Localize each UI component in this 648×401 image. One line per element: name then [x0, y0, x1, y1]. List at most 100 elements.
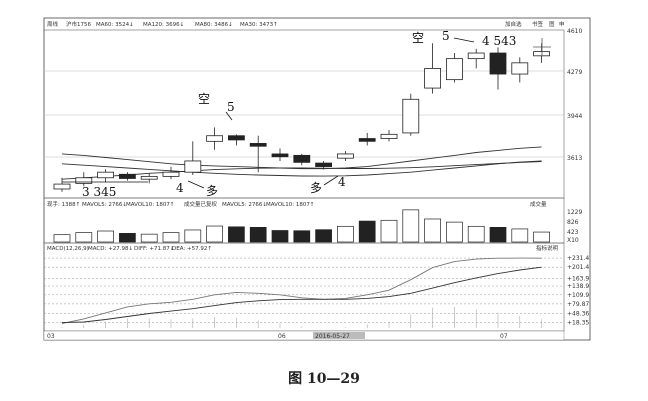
volume-bar: [140, 233, 158, 243]
candle-body: [445, 58, 463, 81]
candle-body: [293, 154, 311, 163]
ann-kong-right: 空: [412, 31, 424, 45]
figure-caption: 图 10—29: [288, 371, 360, 387]
candle: [467, 48, 485, 69]
candle-body: [184, 160, 202, 173]
macd-tick: +138.9: [567, 283, 589, 290]
volume-bar: [358, 220, 376, 243]
candle: [511, 57, 529, 83]
macd-tick: +79.87: [567, 301, 589, 308]
vol-label-2: MAVOL5: 2766↓: [82, 201, 127, 208]
ann-5-right: 5: [442, 29, 450, 43]
add-watchlist-button[interactable]: 加自选: [505, 20, 522, 28]
price-tick-4: 3613: [567, 155, 582, 162]
arrow-duo-a: [187, 180, 205, 189]
candle: [227, 134, 245, 146]
ann-kong-left: 空: [198, 92, 210, 106]
ann-5-left: 5: [227, 100, 235, 114]
volume-bar: [206, 225, 223, 243]
candle-body: [140, 175, 158, 180]
date-axis: [43, 330, 565, 341]
candle-body: [206, 135, 224, 142]
candle-body: [424, 68, 442, 89]
crosshair-cursor[interactable]: [533, 38, 551, 56]
candle: [140, 173, 158, 184]
dea-line: [61, 266, 542, 324]
volume-bar: [53, 234, 71, 243]
volume-bar: [119, 233, 136, 243]
macd-label-3: DIFF: +71.87↓: [134, 245, 174, 252]
date-cursor-label: 2016-05-27: [315, 333, 350, 340]
candle: [424, 43, 442, 94]
ma-line-1: [61, 146, 542, 170]
candle: [97, 169, 114, 182]
ann-3-345: 3 345: [82, 185, 116, 199]
candle-body: [53, 183, 71, 190]
arrow-5-left: [225, 111, 233, 121]
volume-bar: [489, 227, 507, 243]
ann-duo-a: 多: [206, 184, 218, 198]
candle-body: [358, 138, 376, 142]
candle: [336, 151, 354, 161]
macd-label-2: MACD: +27.98↓: [88, 245, 133, 252]
apply-button[interactable]: 申: [559, 20, 565, 28]
ann-4-b: 4: [338, 175, 346, 189]
candle-body: [511, 62, 529, 75]
ma-label-4: MA30: 3473↑: [240, 21, 278, 28]
vol-tick-4: X10: [567, 237, 579, 244]
candle-body: [75, 177, 93, 184]
volume-bar: [249, 227, 267, 243]
candle-body: [467, 52, 485, 60]
vol-label-5: MAVOL5: 2766↓: [222, 201, 267, 208]
price-tick-3: 3944: [567, 113, 582, 120]
candle: [445, 53, 463, 83]
ma-line-2: [61, 160, 542, 177]
candle: [119, 172, 136, 181]
bookmark-button[interactable]: 书签: [532, 20, 544, 28]
chart-button[interactable]: 图: [549, 20, 555, 28]
candle-body: [227, 135, 245, 141]
vol-label-4: 成交量已复权: [184, 200, 218, 208]
candle-body: [402, 98, 420, 134]
candle: [53, 177, 71, 192]
candle: [380, 130, 398, 142]
volume-bar: [315, 229, 332, 243]
candle-body: [119, 173, 136, 179]
macd-label-4: DEA: +57.92↑: [172, 245, 212, 252]
vol-tick-3: 423: [567, 229, 579, 236]
candle-body: [249, 143, 267, 147]
candle-body: [336, 153, 354, 159]
ma-label-2: MA120: 3696↓: [143, 21, 184, 28]
volume-bar: [467, 225, 485, 243]
volume-bar: [162, 232, 180, 243]
candle: [489, 47, 507, 90]
vol-label-3: MAVOL10: 1807↑: [126, 201, 174, 208]
ma-label-3: MA80: 3486↓: [195, 21, 233, 28]
candle: [293, 153, 311, 166]
ma-label-1: MA60: 3524↓: [96, 21, 134, 28]
volume-bar: [337, 225, 354, 243]
volume-menu[interactable]: 成交量: [530, 200, 547, 208]
macd-label-1: MACD(12,26,9): [47, 246, 89, 252]
arrow-duo-b: [323, 175, 339, 186]
volume-bar: [380, 219, 398, 243]
vol-tick-1: 1229: [567, 209, 582, 216]
volume-bar: [511, 228, 529, 243]
arrow-5-right: [453, 37, 475, 43]
candle: [402, 93, 420, 136]
volume-bar: [424, 218, 441, 243]
date-tick-2: 06: [278, 333, 286, 340]
ann-4-duo-a: 4: [176, 181, 184, 195]
symbol-label: 周线: [47, 20, 59, 28]
volume-bar: [75, 232, 93, 243]
candle-body: [315, 162, 333, 167]
candle: [358, 132, 376, 146]
volume-bar: [402, 209, 420, 243]
vol-tick-2: 826: [567, 219, 579, 226]
chart-frame: 周线 沪市1756 MA60: 3524↓ MA120: 3696↓ MA80:…: [43, 17, 591, 341]
candle: [271, 148, 289, 161]
candle: [249, 135, 267, 173]
indicator-help-button[interactable]: 指标说明: [536, 244, 559, 252]
volume-bar: [533, 231, 550, 243]
macd-tick: +231.4: [567, 255, 589, 262]
